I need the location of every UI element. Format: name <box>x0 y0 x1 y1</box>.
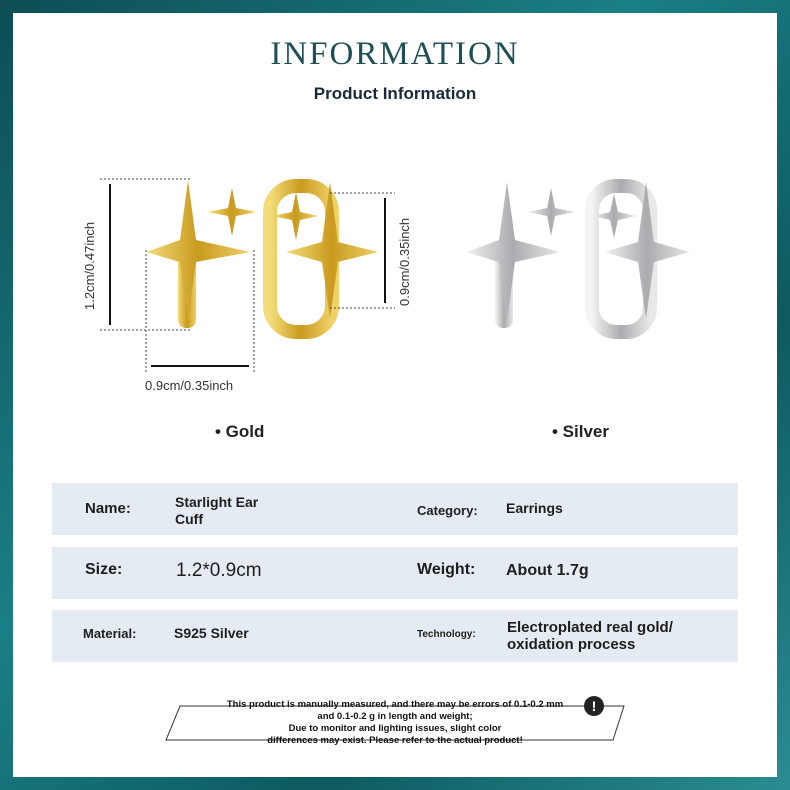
spec-label: Name: <box>85 500 131 517</box>
spec-row-name: Name: Starlight Ear Cuff Category: Earri… <box>52 483 738 535</box>
width-dimension: 0.9cm/0.35inch <box>145 378 234 393</box>
spec-value: 1.2*0.9cm <box>176 560 262 581</box>
variant-silver: • Silver <box>552 422 609 441</box>
spec-value: Earrings <box>506 500 563 516</box>
disclaimer-line: differences may exist. Please refer to t… <box>267 735 523 746</box>
spec-value: About 1.7g <box>506 562 589 579</box>
page-title: INFORMATION <box>270 36 520 72</box>
spec-label: Size: <box>85 561 123 578</box>
spec-label: Technology: <box>417 629 476 640</box>
disclaimer-line: Due to monitor and lighting issues, slig… <box>288 723 502 734</box>
dimension-guides <box>100 178 395 372</box>
spec-row-material: Material: S925 Silver Technology: Electr… <box>52 610 738 662</box>
warning-icon: ! <box>584 696 604 716</box>
spec-label: Weight: <box>417 561 476 578</box>
silver-earring-side <box>585 179 690 339</box>
spec-value: Starlight Ear Cuff <box>175 494 259 527</box>
dimension-arrows <box>109 184 386 367</box>
disclaimer-text: This product is manually measured, and t… <box>170 699 620 747</box>
gold-earring-front <box>146 180 256 328</box>
silver-earring-front <box>466 182 575 328</box>
spec-label: Category: <box>417 503 478 518</box>
disclaimer-line: This product is manually measured, and t… <box>226 699 564 710</box>
spec-value: S925 Silver <box>174 625 249 641</box>
disclaimer-line: and 0.1-0.2 g in length and weight; <box>317 711 473 722</box>
product-illustration <box>100 178 690 372</box>
height-dimension: 1.2cm/0.47inch <box>82 221 97 310</box>
spec-row-size: Size: 1.2*0.9cm Weight: About 1.7g <box>52 547 738 599</box>
page-subtitle: Product Information <box>313 84 477 103</box>
gold-earring-side <box>263 179 378 339</box>
spec-label: Material: <box>83 626 137 641</box>
spec-value: Electroplated real gold/ oxidation proce… <box>507 619 673 653</box>
inner-height-dimension: 0.9cm/0.35inch <box>397 217 412 306</box>
variant-gold: • Gold <box>215 422 265 441</box>
